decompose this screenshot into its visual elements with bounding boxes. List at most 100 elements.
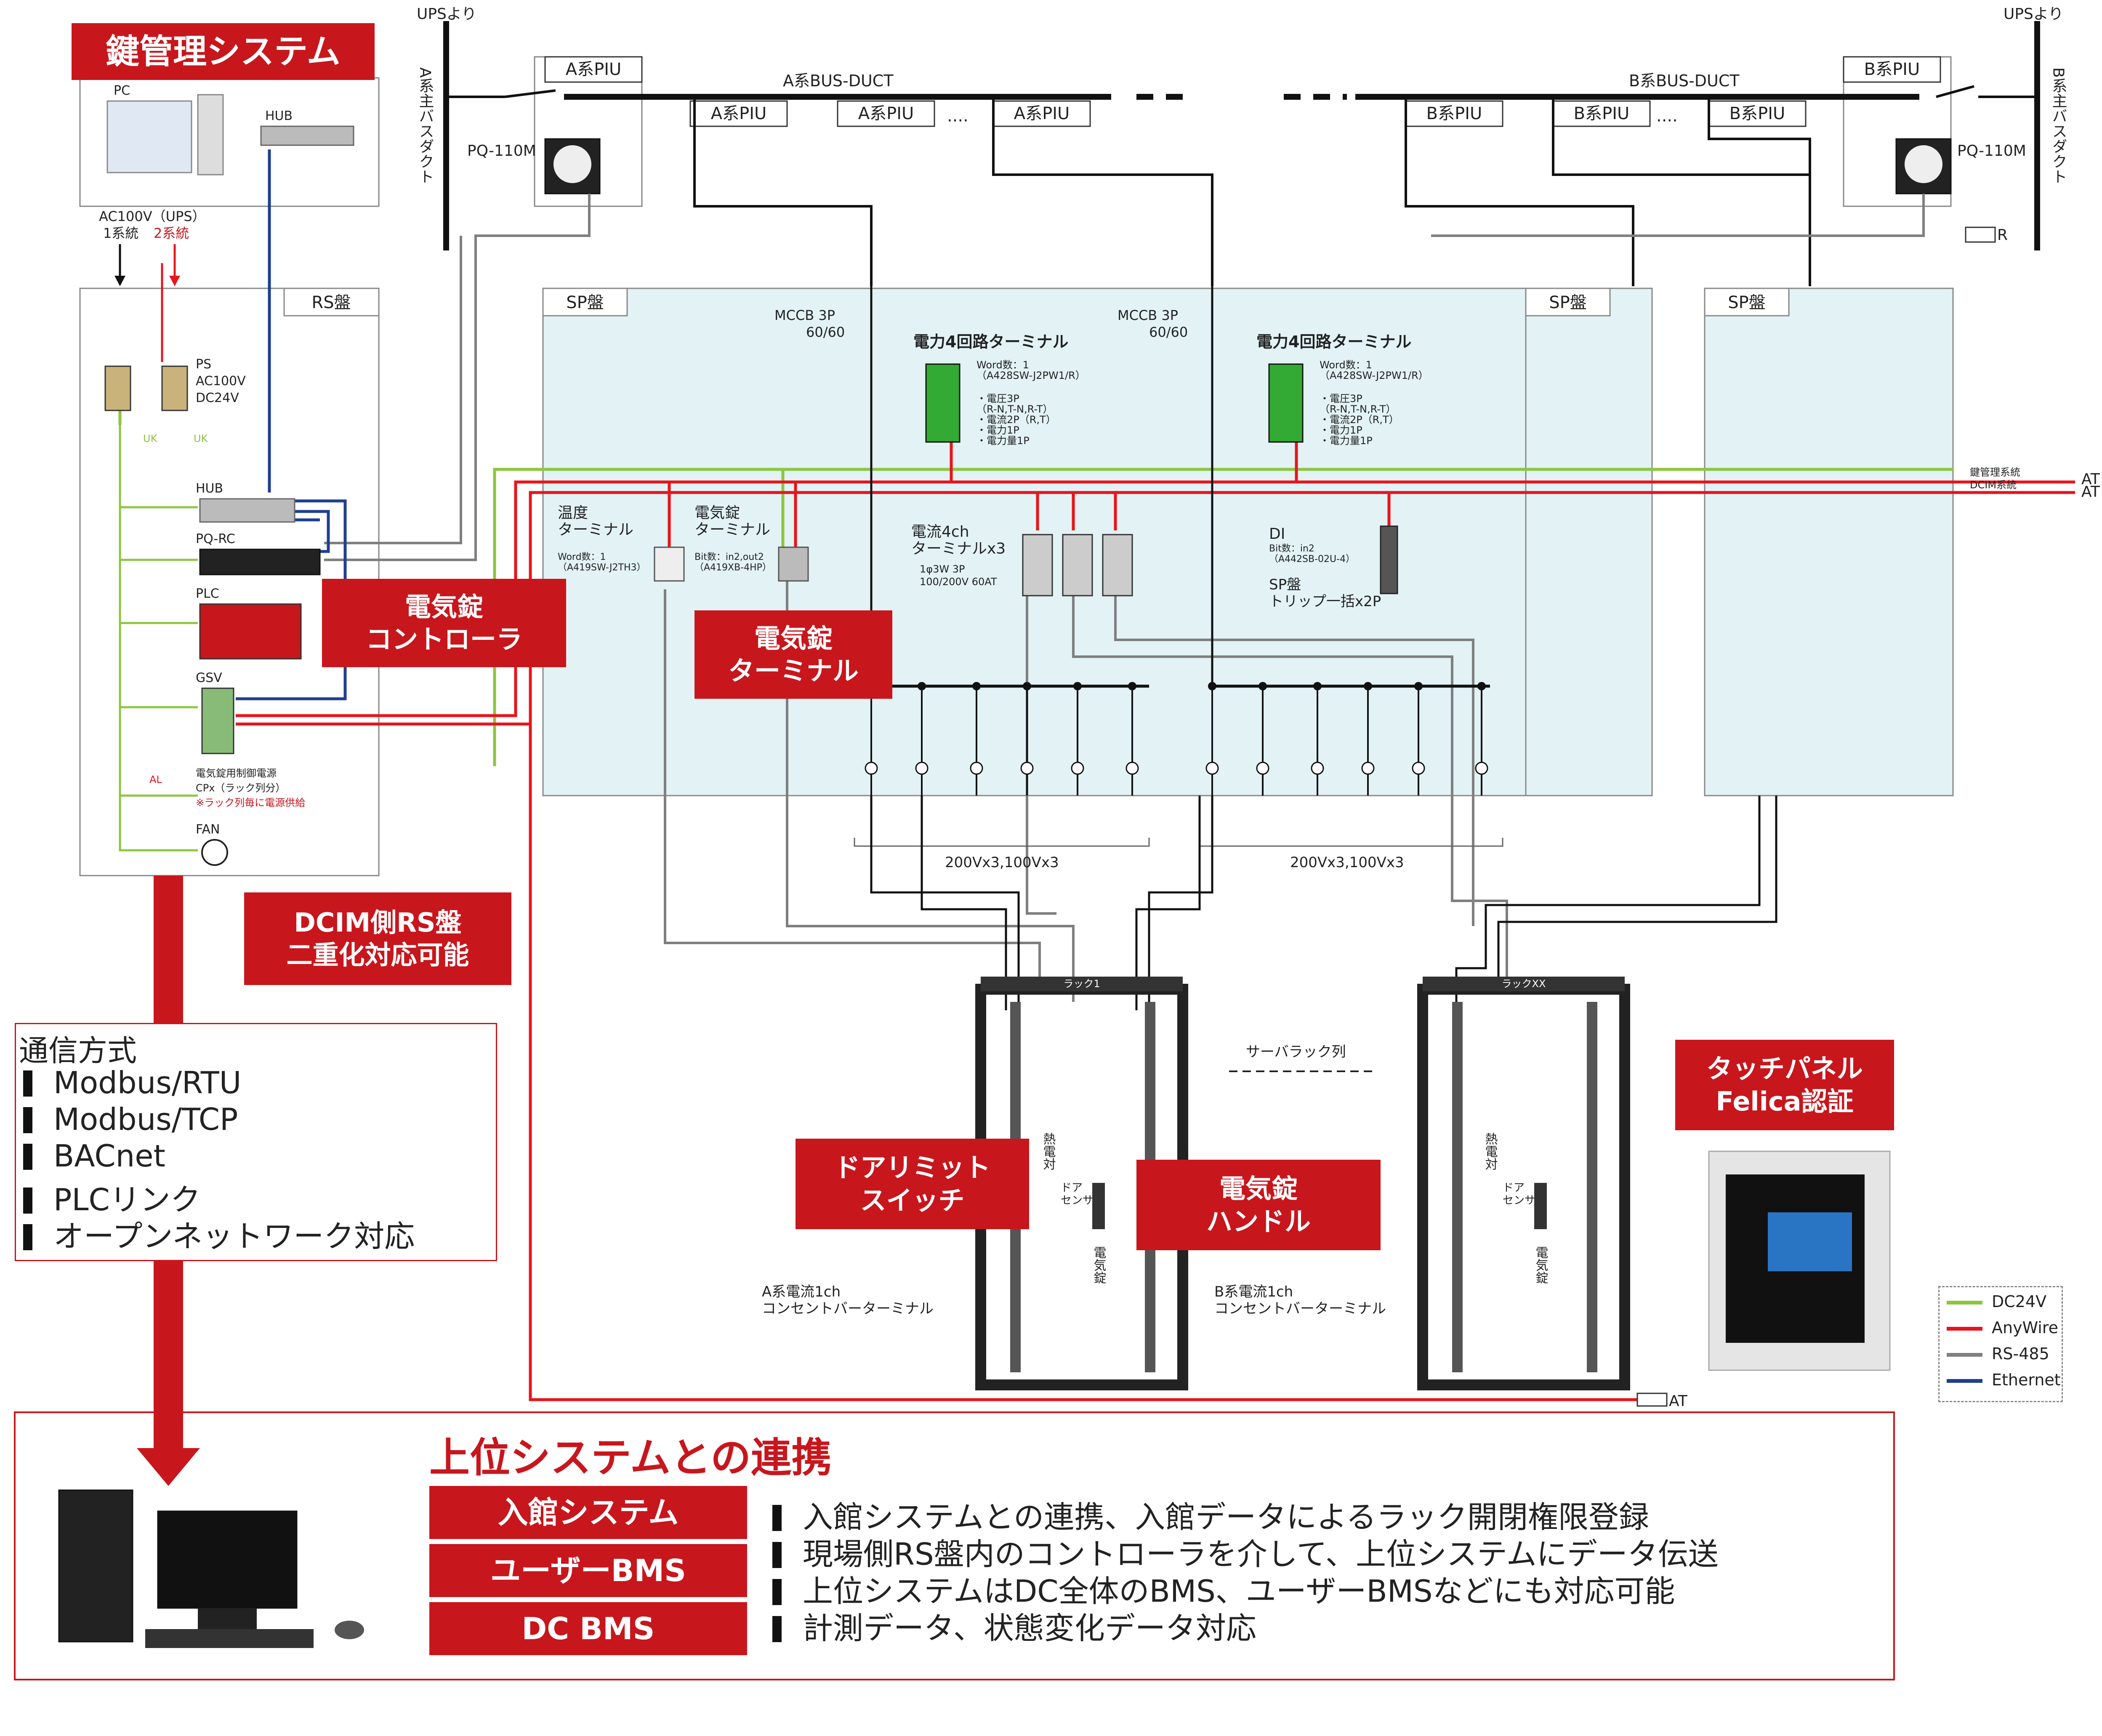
- pq-b-label: PQ-110M: [1957, 142, 2026, 160]
- power-feeders: [693, 97, 1811, 286]
- comm-title: 通信方式: [19, 1033, 137, 1068]
- pc-tower: [197, 94, 224, 176]
- legend-label: RS-485: [1992, 1345, 2049, 1363]
- di-word-2: （A442SB-02U-4）: [1269, 554, 1355, 564]
- feeder-terminal: [1475, 761, 1488, 775]
- pqrc-unit: [199, 548, 321, 575]
- temp-title-1: 温度: [558, 504, 588, 522]
- r-label: R: [1997, 226, 2008, 244]
- feeder-terminal: [1205, 761, 1219, 775]
- feeder-breakers: [865, 682, 1488, 796]
- upper-item: 現場側RS盤内のコントローラを介して、上位システムにデータ伝送: [772, 1529, 1719, 1574]
- ps-label-2: AC100V: [196, 374, 246, 389]
- legend-row: AnyWire: [1947, 1318, 2058, 1337]
- legend-label: AnyWire: [1992, 1318, 2059, 1337]
- desktop-tower: [58, 1489, 133, 1643]
- fan-label: FAN: [196, 822, 220, 837]
- feeder-node: [972, 682, 981, 690]
- rs-hub: [199, 498, 295, 523]
- pt4-right-l5: ・電力量1P: [1320, 435, 1373, 447]
- a-bus-label: A系BUS-DUCT: [783, 72, 894, 90]
- temp-word-1: Word数：1: [558, 552, 606, 562]
- mouse: [335, 1621, 364, 1639]
- feeder-terminal: [1071, 761, 1084, 775]
- power-terminal-right: [1268, 363, 1304, 443]
- legend-swatch: [1947, 1301, 1982, 1305]
- b-ct-2: コンセントバーターミナル: [1214, 1300, 1386, 1317]
- pt4-right-title: 電力4回路ターミナル: [1256, 333, 1411, 351]
- door-rx-1: ドア: [1503, 1182, 1525, 1194]
- lock-t-word-1: Bit数：in2,out2: [694, 552, 764, 562]
- comm-item: BACnet: [23, 1138, 165, 1174]
- feeder-terminal: [1020, 761, 1034, 775]
- pt4-right-word1: Word数：1: [1320, 359, 1372, 371]
- feeder-terminal: [915, 761, 929, 775]
- pt4-left-l3: ・電流2P（R,T）: [976, 414, 1056, 426]
- door-r1-1: ドア: [1061, 1182, 1083, 1194]
- rack-1-label: ラック1: [1063, 978, 1100, 990]
- dcim-sys-label: DCIM系統: [1970, 479, 2017, 491]
- pc-hub-label: HUB: [265, 109, 293, 123]
- plc-unit: [199, 603, 302, 660]
- a-piu-label-3: A系PIU: [1014, 104, 1070, 123]
- ct4-spec-1: 1φ3W 3P: [920, 563, 965, 575]
- b-piu-label-1: B系PIU: [1426, 104, 1482, 123]
- b-piu-dots: ····: [1656, 111, 1678, 130]
- upper-system-button: 入館システム: [429, 1486, 747, 1539]
- door-rx-2: センサ: [1503, 1194, 1535, 1207]
- lock-power-1: 電気錠用制御電源: [196, 767, 277, 779]
- rack-xx-label: ラックXX: [1502, 978, 1546, 990]
- uk-label-1: UK: [143, 433, 158, 445]
- a-piu-dots: ····: [947, 111, 969, 130]
- rs-hub-label: HUB: [196, 481, 223, 496]
- pt4-left-l4: ・電力1P: [976, 424, 1019, 436]
- sp-panel-main-right: [1525, 288, 1653, 796]
- b-ct-1: B系電流1ch: [1214, 1283, 1293, 1300]
- legend-swatch: [1947, 1327, 1982, 1331]
- rack-row-label: サーバラック列: [1246, 1044, 1346, 1060]
- upper-item: 上位システムはDC全体のBMS、ユーザーBMSなどにも対応可能: [772, 1566, 1675, 1611]
- feeder-terminal: [1126, 761, 1139, 775]
- sp-tab-1: [542, 288, 628, 317]
- feeder-terminal: [1311, 761, 1324, 775]
- pt4-left-word1: Word数：1: [976, 359, 1029, 371]
- a-ct-2: コンセントバーターミナル: [762, 1300, 934, 1317]
- a-piu-label-2: A系PIU: [858, 104, 914, 123]
- lock-power-3: ※ラック列毎に電源供給: [196, 797, 305, 809]
- b-piu-label-3: B系PIU: [1729, 104, 1785, 123]
- fan-icon: [201, 839, 228, 866]
- power-terminal-left: [925, 363, 961, 443]
- callout-lock-terminal: 電気錠 ターミナル: [694, 610, 892, 699]
- pt4-right-l2: （R-N,T-N,R-T）: [1320, 403, 1396, 415]
- lock-t-title-1: 電気錠: [694, 504, 740, 522]
- ct-terminal-3: [1102, 534, 1133, 596]
- title-key-system: 鍵管理システム: [72, 23, 375, 80]
- legend-label: Ethernet: [1992, 1371, 2061, 1389]
- gsv-unit: [201, 687, 234, 754]
- legend-swatch: [1947, 1353, 1982, 1357]
- at-label-bottom: AT: [1669, 1393, 1688, 1410]
- rack-feeders: [870, 796, 1777, 1010]
- feeder-node: [1023, 682, 1031, 690]
- pt4-left-l2: （R-N,T-N,R-T）: [976, 403, 1053, 415]
- uk-label-2: UK: [194, 433, 208, 445]
- feeder-node: [1313, 682, 1322, 690]
- ps-unit-1: [104, 365, 131, 411]
- rs-internal-lines: [119, 413, 198, 852]
- callout-lock-controller: 電気錠 コントローラ: [322, 579, 566, 667]
- feeder-node: [1073, 682, 1082, 690]
- sp-panel-third: [1704, 288, 1954, 796]
- ct-terminal-2: [1062, 534, 1093, 596]
- callout-touch-panel: タッチパネル Felica認証: [1675, 1040, 1894, 1130]
- ct-terminal-1: [1022, 534, 1053, 596]
- legend-swatch: [1947, 1379, 1982, 1383]
- rs-panel-label: RS盤: [311, 293, 351, 312]
- pt4-right-l3: ・電流2P（R,T）: [1320, 414, 1399, 426]
- sys2-label: 2系統: [154, 225, 189, 241]
- feeder-node: [1128, 682, 1136, 690]
- pc-hub: [260, 125, 354, 146]
- upper-item: 計測データ、状態変化データ対応: [772, 1603, 1256, 1648]
- sp-tab-2: [1525, 288, 1611, 317]
- key-sys-label: 鍵管理系統: [1970, 466, 2020, 478]
- ct4-title-2: ターミナルx3: [911, 540, 1006, 557]
